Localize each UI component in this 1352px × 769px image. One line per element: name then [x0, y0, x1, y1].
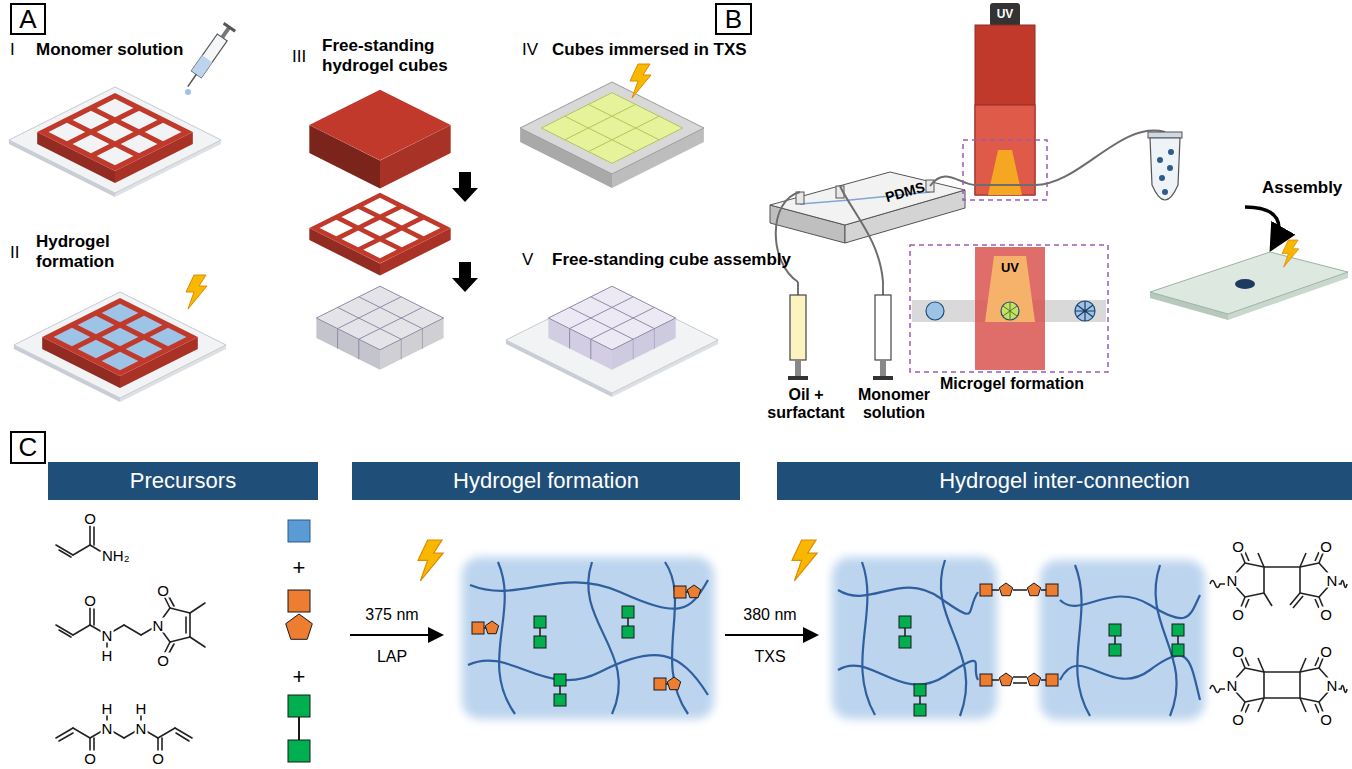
atom-label: N — [1326, 573, 1339, 588]
plus-sign: + — [293, 555, 306, 580]
uv-label: UV — [1001, 261, 1019, 276]
atom-label: N — [135, 721, 148, 736]
atom-label: O — [156, 653, 170, 668]
panel-letter: B — [725, 4, 742, 35]
panel-letter-box: A — [10, 3, 46, 35]
reagent-label: TXS — [754, 648, 785, 666]
section-title: Hydrogel formation — [453, 468, 639, 494]
atom-label: N — [1326, 678, 1339, 693]
atom-label: NH₂ — [101, 548, 131, 563]
reagent-label: LAP — [377, 648, 407, 666]
atom-label: N — [1226, 678, 1239, 693]
panel-letter-box: C — [10, 431, 46, 464]
step-heading: Cubes immersed in TXS — [552, 40, 747, 60]
panel-letter: C — [19, 432, 38, 463]
panel-letter: A — [19, 4, 36, 35]
panel-letter-box: B — [715, 3, 752, 35]
atom-label: O — [1319, 712, 1333, 727]
step-numeral: IV — [522, 40, 538, 60]
atom-label: O — [1231, 539, 1245, 554]
atom-label: H — [135, 701, 148, 716]
atom-label: H — [101, 648, 114, 663]
step-numeral: V — [522, 250, 533, 270]
step-numeral: I — [10, 40, 15, 60]
atom-label: O — [1231, 712, 1245, 727]
inset-caption: Microgel formation — [940, 375, 1084, 393]
atom-label: N — [101, 721, 114, 736]
atom-label: O — [156, 583, 170, 598]
section-title: Precursors — [130, 468, 236, 494]
atom-label: O — [83, 751, 97, 766]
atom-label: O — [151, 751, 165, 766]
step-heading: Hydrogel formation — [36, 232, 131, 271]
atom-label: O — [1319, 644, 1333, 659]
step-heading: Assembly — [1262, 178, 1342, 198]
section-band: Hydrogel inter-connection — [777, 462, 1352, 500]
section-band: Precursors — [48, 462, 318, 500]
step-numeral: II — [10, 243, 19, 263]
step-heading: Free-standing cube assembly — [552, 250, 791, 270]
section-title: Hydrogel inter-connection — [939, 468, 1190, 494]
atom-label: O — [1319, 607, 1333, 622]
atom-label: N — [101, 628, 114, 643]
step-heading: Free-standing hydrogel cubes — [322, 36, 457, 75]
syringe-label: Oil + surfactant — [764, 386, 848, 423]
plus-sign: + — [293, 664, 306, 689]
atom-label: O — [1319, 539, 1333, 554]
atom-label: H — [101, 701, 114, 716]
atom-label: O — [1231, 607, 1245, 622]
atom-label: O — [1231, 644, 1245, 659]
atom-label: O — [83, 511, 97, 526]
atom-label: N — [152, 618, 165, 633]
atom-label: N — [1226, 573, 1239, 588]
wavelength-label: 375 nm — [365, 606, 418, 624]
step-heading: Monomer solution — [36, 40, 183, 60]
atom-label: O — [83, 593, 97, 608]
lamp-label: UV — [997, 8, 1014, 22]
wavelength-label: 380 nm — [743, 606, 796, 624]
step-numeral: III — [292, 47, 306, 67]
section-band: Hydrogel formation — [352, 462, 740, 500]
syringe-label: Monomer solution — [854, 386, 934, 423]
